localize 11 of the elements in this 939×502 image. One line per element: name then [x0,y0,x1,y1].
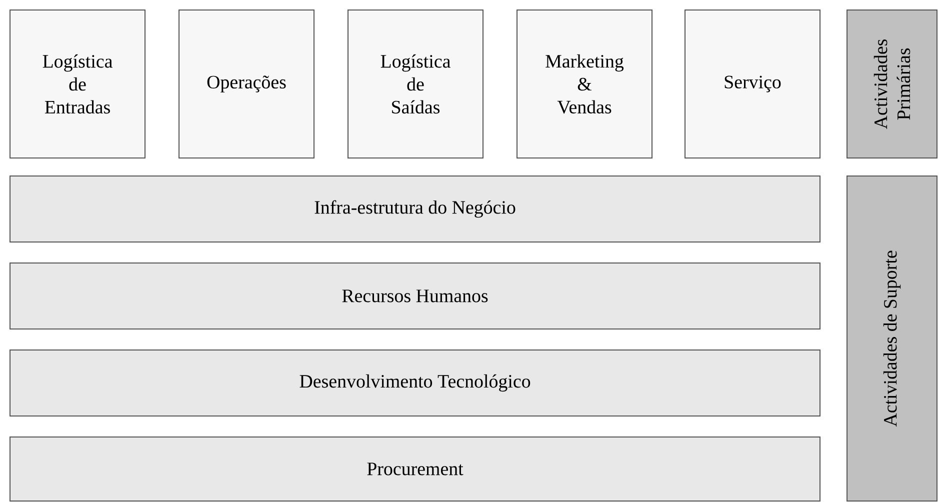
activity-bar: Recursos Humanos [10,262,820,330]
activity-box: Marketing & Vendas [516,10,652,158]
activity-bar: Desenvolvimento Tecnológico [10,349,820,416]
activity-box: Logística de Saídas [348,10,484,158]
activity-box: Operações [178,10,314,158]
activity-box: Logística de Entradas [10,10,146,158]
category-band: Actividades Primárias [846,10,938,158]
category-band: Actividades de Suporte [846,175,938,502]
activity-bar: Infra-estrutura do Negócio [10,175,820,242]
activity-box: Serviço [684,10,820,158]
activity-bar: Procurement [10,436,820,502]
